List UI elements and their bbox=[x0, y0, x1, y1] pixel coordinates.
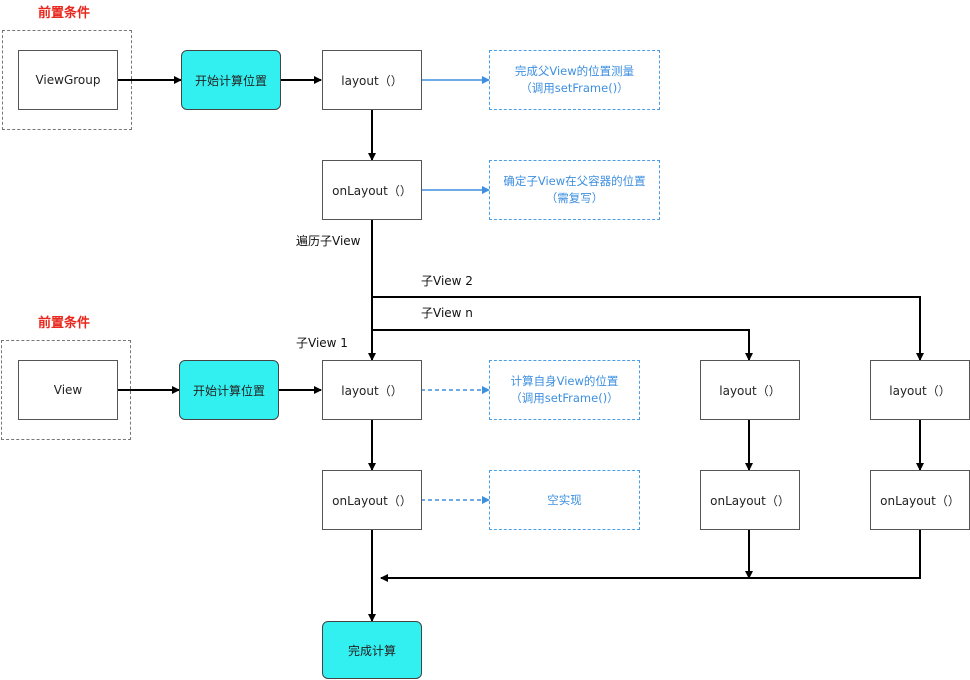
onlayout-box-child1: onLayout（） bbox=[322, 470, 422, 530]
childn-label: 子View n bbox=[421, 306, 473, 320]
note-parent-line1: 完成父View的位置测量 bbox=[514, 64, 635, 78]
note-self-position: 计算自身View的位置 （调用setFrame()） bbox=[489, 360, 640, 420]
precondition-frame-top bbox=[2, 30, 132, 130]
arrow-traverse-childn bbox=[372, 329, 753, 361]
traverse-label: 遍历子View bbox=[296, 234, 361, 248]
arrow-onlayout2-merge bbox=[380, 530, 921, 582]
onlayout-box-child2: onLayout（） bbox=[870, 470, 970, 530]
precondition-title-bottom: 前置条件 bbox=[38, 316, 91, 331]
precondition-frame-bottom bbox=[1, 340, 131, 440]
onlayout-box-childn: onLayout（） bbox=[700, 470, 800, 530]
done-box: 完成计算 bbox=[322, 621, 422, 679]
layout-box-childn: layout（） bbox=[700, 360, 800, 420]
start-calc-box-bottom: 开始计算位置 bbox=[179, 360, 279, 420]
child1-label: 子View 1 bbox=[296, 336, 348, 350]
note-child-line1: 确定子View在父容器的位置 bbox=[503, 174, 646, 188]
layout-box-child2: layout（） bbox=[870, 360, 970, 420]
child2-label: 子View 2 bbox=[421, 274, 473, 288]
note-self-line2: （调用setFrame()） bbox=[510, 391, 619, 405]
note-self-line1: 计算自身View的位置 bbox=[510, 374, 619, 388]
note-child-line2: （需复写） bbox=[545, 191, 604, 205]
layout-box-top: layout（） bbox=[322, 50, 422, 110]
layout-box-child1: layout（） bbox=[322, 360, 422, 420]
onlayout-box-top: onLayout（） bbox=[322, 160, 422, 220]
viewgroup-box: ViewGroup bbox=[18, 50, 118, 110]
note-empty-impl: 空实现 bbox=[489, 470, 640, 530]
note-parent-line2: （调用setFrame()） bbox=[520, 81, 629, 95]
note-parent-measure: 完成父View的位置测量 （调用setFrame()） bbox=[489, 50, 660, 110]
precondition-title-top: 前置条件 bbox=[38, 6, 91, 21]
arrow-traverse-child2 bbox=[372, 296, 924, 361]
note-child-position: 确定子View在父容器的位置 （需复写） bbox=[489, 160, 660, 220]
start-calc-box-top: 开始计算位置 bbox=[181, 50, 281, 110]
view-box: View bbox=[18, 360, 118, 420]
